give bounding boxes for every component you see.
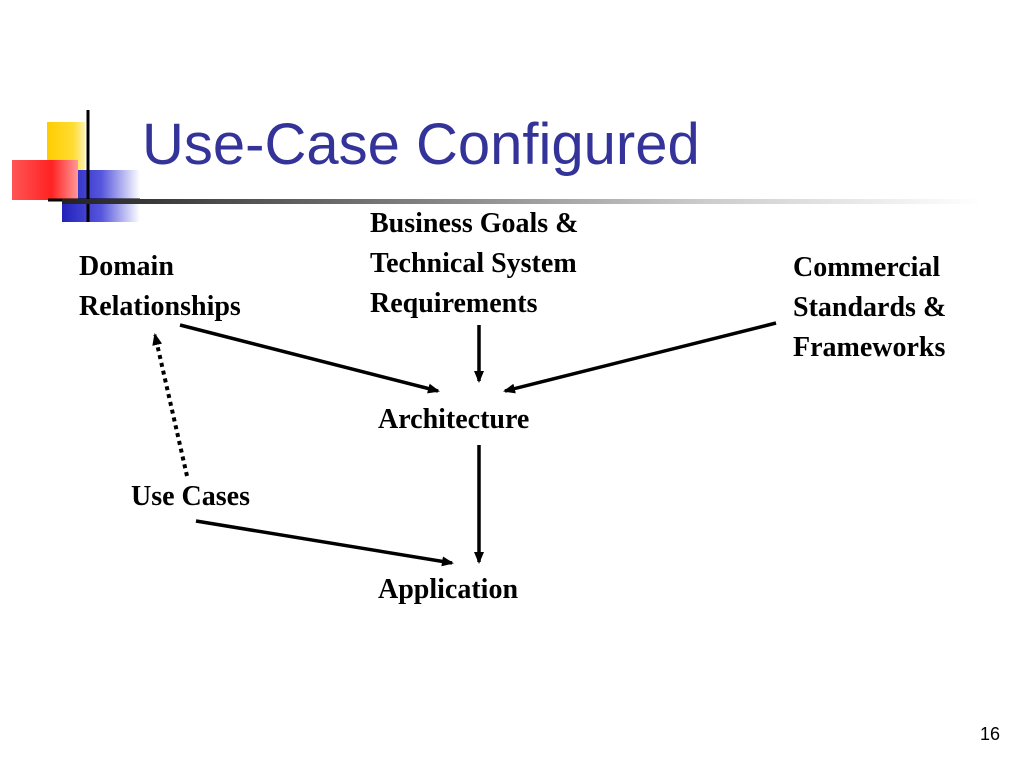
node-use-cases: Use Cases: [131, 481, 250, 512]
page-number: 16: [979, 724, 1000, 744]
arrow-commercial-to-architecture: [503, 321, 777, 394]
page-title: Use-Case Configured: [142, 112, 700, 177]
node-business-goals: Business Goals & Technical System Requir…: [370, 208, 579, 319]
title-underline: [62, 199, 982, 204]
arrow-usecases-to-application: [195, 519, 454, 567]
node-application: Application: [378, 574, 519, 605]
deco-red-square: [12, 160, 78, 200]
node-architecture: Architecture: [378, 404, 530, 435]
node-domain-relationships: Domain Relationships: [79, 251, 241, 322]
node-commercial-standards: Commercial Standards & Frameworks: [793, 252, 947, 363]
arrow-usecases-to-domain-dotted: [152, 333, 189, 477]
arrow-domain-to-architecture: [179, 323, 440, 394]
